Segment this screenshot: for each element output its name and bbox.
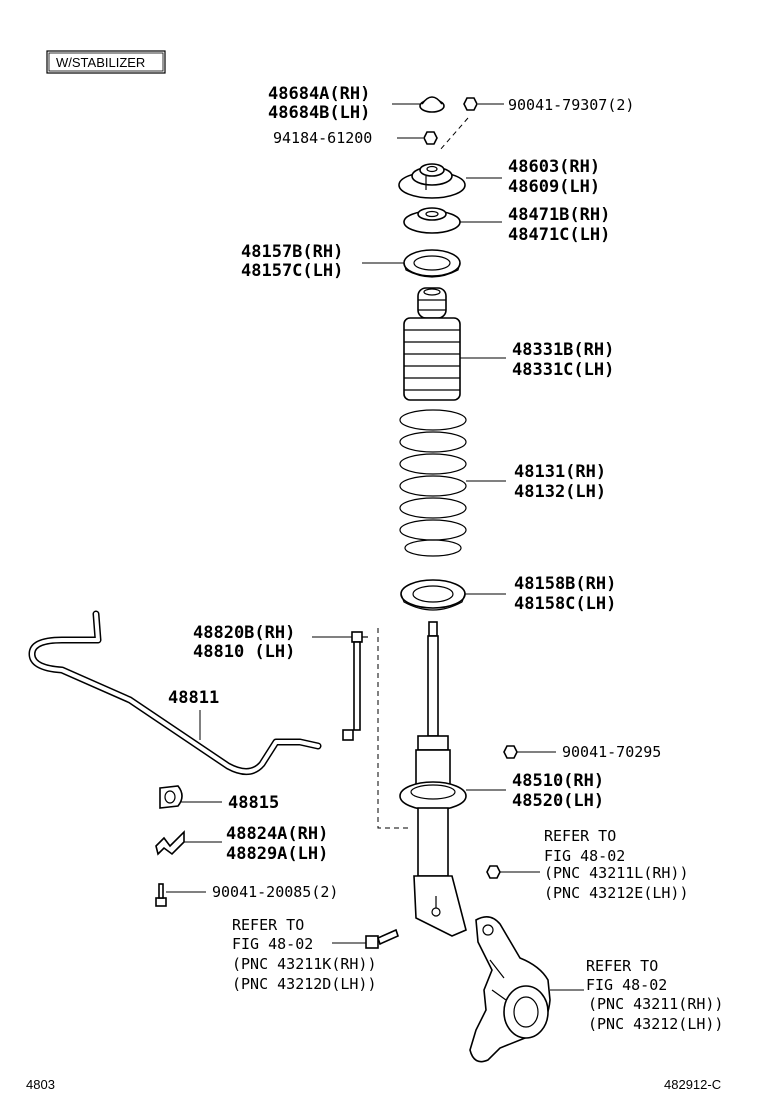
upper-insulator-icon <box>403 207 461 234</box>
label-48820-lh: 48810 (LH) <box>193 642 295 662</box>
label-48820-rh: 48820B(RH) <box>193 623 295 643</box>
label-48603-lh: 48609(LH) <box>508 177 600 197</box>
label-48158-lh: 48158C(LH) <box>514 594 616 614</box>
label-48131-lh: 48132(LH) <box>514 482 606 502</box>
bracket-icon <box>155 830 185 856</box>
label-48471-rh: 48471B(RH) <box>508 205 610 225</box>
shock-nut-icon <box>503 745 518 759</box>
label-48684-rh: 48684A(RH) <box>268 84 370 104</box>
label-48157-rh: 48157B(RH) <box>241 242 343 262</box>
label-48824-rh: 48824A(RH) <box>226 824 328 844</box>
shock-absorber-icon <box>399 621 467 937</box>
lock-nut-icon <box>423 131 438 145</box>
label-48824-lh: 48829A(LH) <box>226 844 328 864</box>
coil-spring-icon <box>399 409 467 557</box>
upper-spring-seat-icon <box>403 249 461 278</box>
bushing-icon <box>159 785 183 809</box>
top-nut-icon <box>463 97 478 111</box>
ref-bolt-line4: (PNC 43212D(LH)) <box>232 975 377 993</box>
label-48131-rh: 48131(RH) <box>514 462 606 482</box>
stabilizer-bar-icon <box>28 610 322 775</box>
assembly-dashline <box>377 628 410 829</box>
label-48684-lh: 48684B(LH) <box>268 103 370 123</box>
knuckle-nut-icon <box>486 865 501 879</box>
stabilizer-tag-text: W/STABILIZER <box>56 55 145 70</box>
page-code: 4803 <box>26 1077 55 1092</box>
label-48158-rh: 48158B(RH) <box>514 574 616 594</box>
steering-knuckle-icon <box>469 916 551 1063</box>
bump-stopper-boot-icon <box>403 287 461 401</box>
label-48331-rh: 48331B(RH) <box>512 340 614 360</box>
label-48815: 48815 <box>228 793 279 813</box>
ref-nut-line1: REFER TO <box>544 827 616 845</box>
label-48471-lh: 48471C(LH) <box>508 225 610 245</box>
label-94184: 94184-61200 <box>273 129 372 147</box>
ref-bolt-line3: (PNC 43211K(RH)) <box>232 955 377 973</box>
stabilizer-link-icon <box>342 631 368 741</box>
ref-knuckle-line1: REFER TO <box>586 957 658 975</box>
ref-nut-line2: FIG 48-02 <box>544 847 625 865</box>
ref-nut-line4: (PNC 43212E(LH)) <box>544 884 689 902</box>
ref-nut-line3: (PNC 43211L(RH)) <box>544 864 689 882</box>
label-90041-79307: 90041-79307(2) <box>508 96 634 114</box>
label-48510-lh: 48520(LH) <box>512 791 604 811</box>
label-90041-20085: 90041-20085(2) <box>212 883 338 901</box>
stabilizer-tag: W/STABILIZER <box>46 50 166 74</box>
dust-cap-icon <box>419 96 445 113</box>
ref-knuckle-line2: FIG 48-02 <box>586 976 667 994</box>
label-48331-lh: 48331C(LH) <box>512 360 614 380</box>
ref-knuckle-line3: (PNC 43211(RH)) <box>588 995 723 1013</box>
label-48603-rh: 48603(RH) <box>508 157 600 177</box>
ref-knuckle-line4: (PNC 43212(LH)) <box>588 1015 723 1033</box>
ref-bolt-line2: FIG 48-02 <box>232 935 313 953</box>
ref-bolt-line1: REFER TO <box>232 916 304 934</box>
knuckle-bolt-icon <box>365 928 399 949</box>
label-48811: 48811 <box>168 688 219 708</box>
bracket-bolt-icon <box>155 883 167 907</box>
leader-lines <box>166 103 584 991</box>
lower-spring-seat-icon <box>400 579 466 611</box>
label-48157-lh: 48157C(LH) <box>241 261 343 281</box>
label-90041-70295: 90041-70295 <box>562 743 661 761</box>
strut-mount-icon <box>398 163 466 199</box>
figure-id: 482912-C <box>664 1077 721 1092</box>
centerline-top <box>439 117 469 151</box>
label-48510-rh: 48510(RH) <box>512 771 604 791</box>
